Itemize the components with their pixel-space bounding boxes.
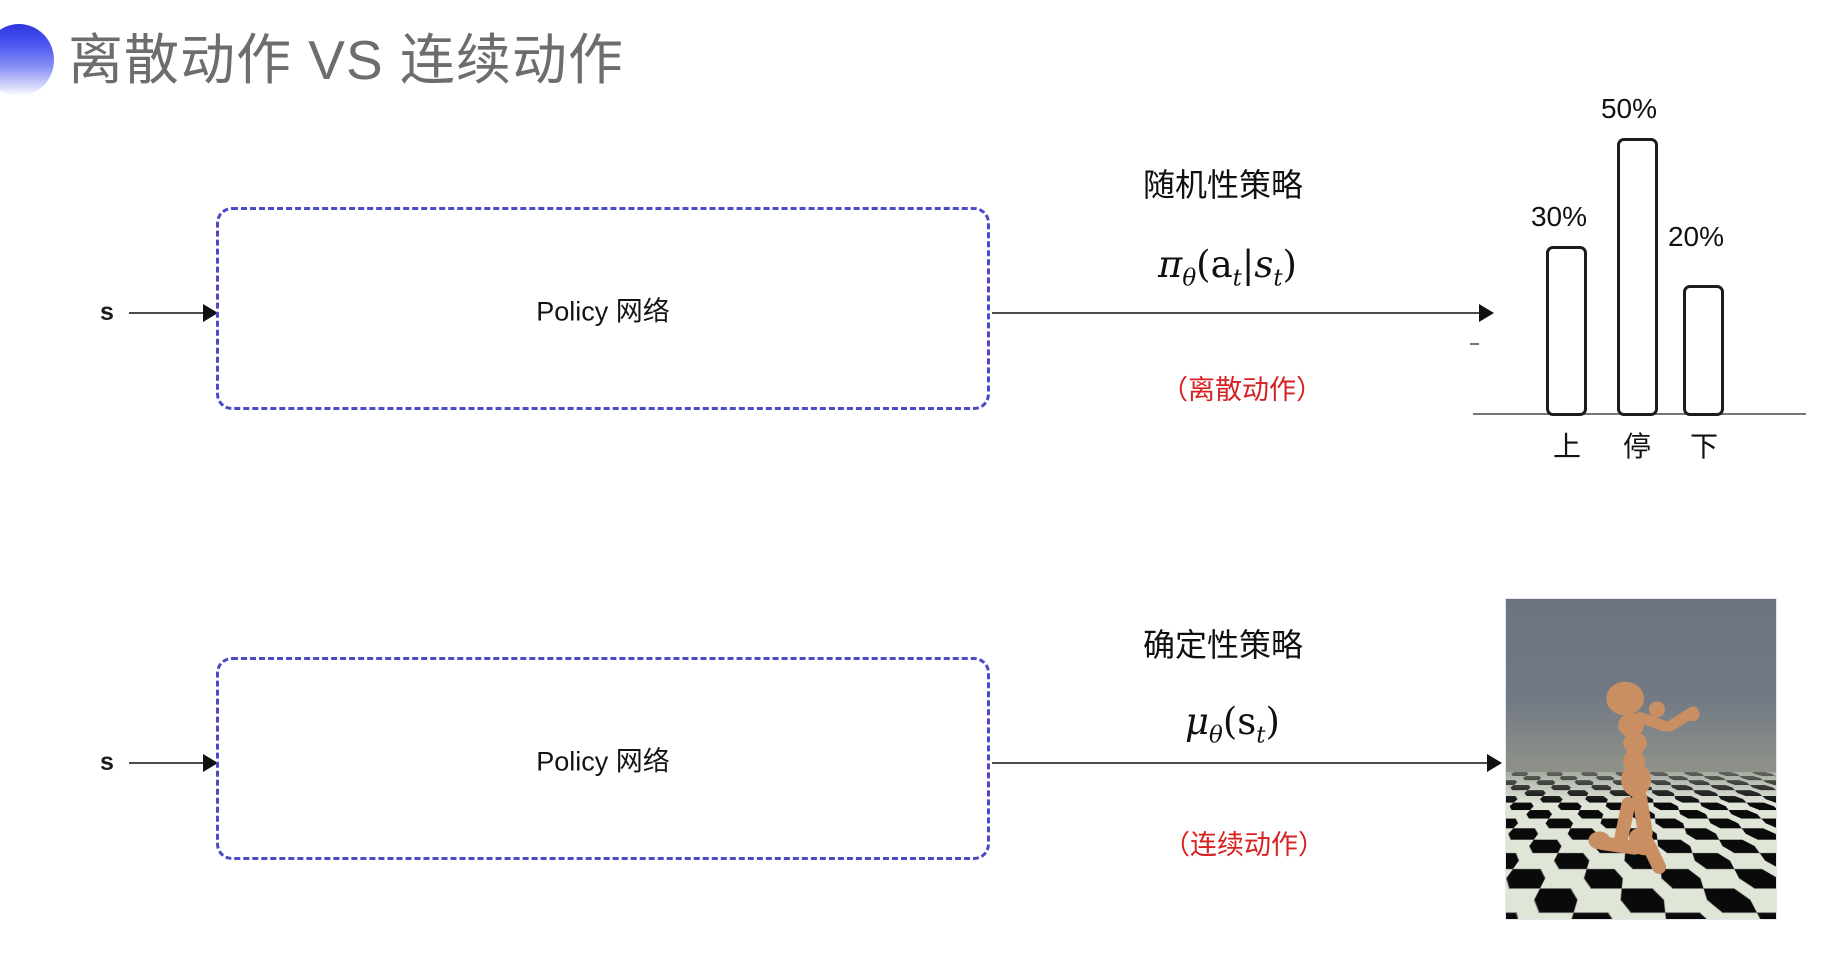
action-note-discrete: （离散动作） — [1161, 368, 1323, 407]
policy-kind-deterministic: 确定性策略 — [1143, 620, 1303, 666]
formula-theta-sub-2: θ — [1209, 722, 1223, 748]
formula-t-sub-3: t — [1256, 722, 1265, 748]
formula-pi: π — [1158, 243, 1182, 286]
formula-open-s: (s — [1223, 700, 1256, 743]
formula-close-paren-1: ) — [1283, 243, 1297, 286]
policy-network-label-bottom: Policy 网络 — [219, 739, 987, 778]
policy-network-box-top[interactable]: Policy 网络 — [216, 207, 990, 410]
chart-y-tick — [1470, 343, 1479, 345]
formula-theta-sub: θ — [1182, 265, 1196, 291]
policy-network-label-top: Policy 网络 — [219, 289, 987, 328]
output-arrow-line-top — [992, 312, 1484, 314]
bar-category-2: 下 — [1662, 425, 1746, 465]
formula-close-paren-2: ) — [1266, 700, 1280, 743]
title-decoration-semicircle — [0, 24, 54, 96]
bar-value-2: 20% — [1654, 221, 1738, 253]
action-note-continuous: （连续动作） — [1163, 823, 1325, 862]
bar-value-0: 30% — [1517, 201, 1601, 233]
formula-t-sub-2: t — [1273, 265, 1282, 291]
policy-kind-stochastic: 随机性策略 — [1143, 160, 1303, 206]
formula-stochastic-policy: πθ(at|st) — [1158, 243, 1297, 291]
output-arrow-line-bottom — [992, 762, 1492, 764]
bar-0 — [1546, 246, 1587, 416]
formula-pipe-s: |s — [1242, 243, 1273, 286]
humanoid-simulation-image — [1505, 598, 1777, 920]
bar-2 — [1683, 285, 1724, 416]
formula-deterministic-policy: μθ(st) — [1185, 700, 1280, 748]
bar-1 — [1617, 138, 1658, 416]
policy-network-box-bottom[interactable]: Policy 网络 — [216, 657, 990, 860]
state-label-top: s — [100, 298, 114, 327]
formula-mu: μ — [1185, 700, 1209, 743]
humanoid-figure — [1506, 599, 1776, 919]
formula-t-sub-1: t — [1233, 265, 1242, 291]
formula-open-a: (a — [1196, 243, 1233, 286]
action-probability-bar-chart: 30% 上 50% 停 20% 下 — [1470, 95, 1810, 465]
page-title: 离散动作 VS 连续动作 — [68, 26, 624, 94]
state-label-bottom: s — [100, 748, 114, 777]
bar-value-1: 50% — [1587, 93, 1671, 125]
input-arrow-line-top — [129, 312, 207, 314]
input-arrow-line-bottom — [129, 762, 207, 764]
output-arrow-head-bottom — [1487, 754, 1502, 772]
